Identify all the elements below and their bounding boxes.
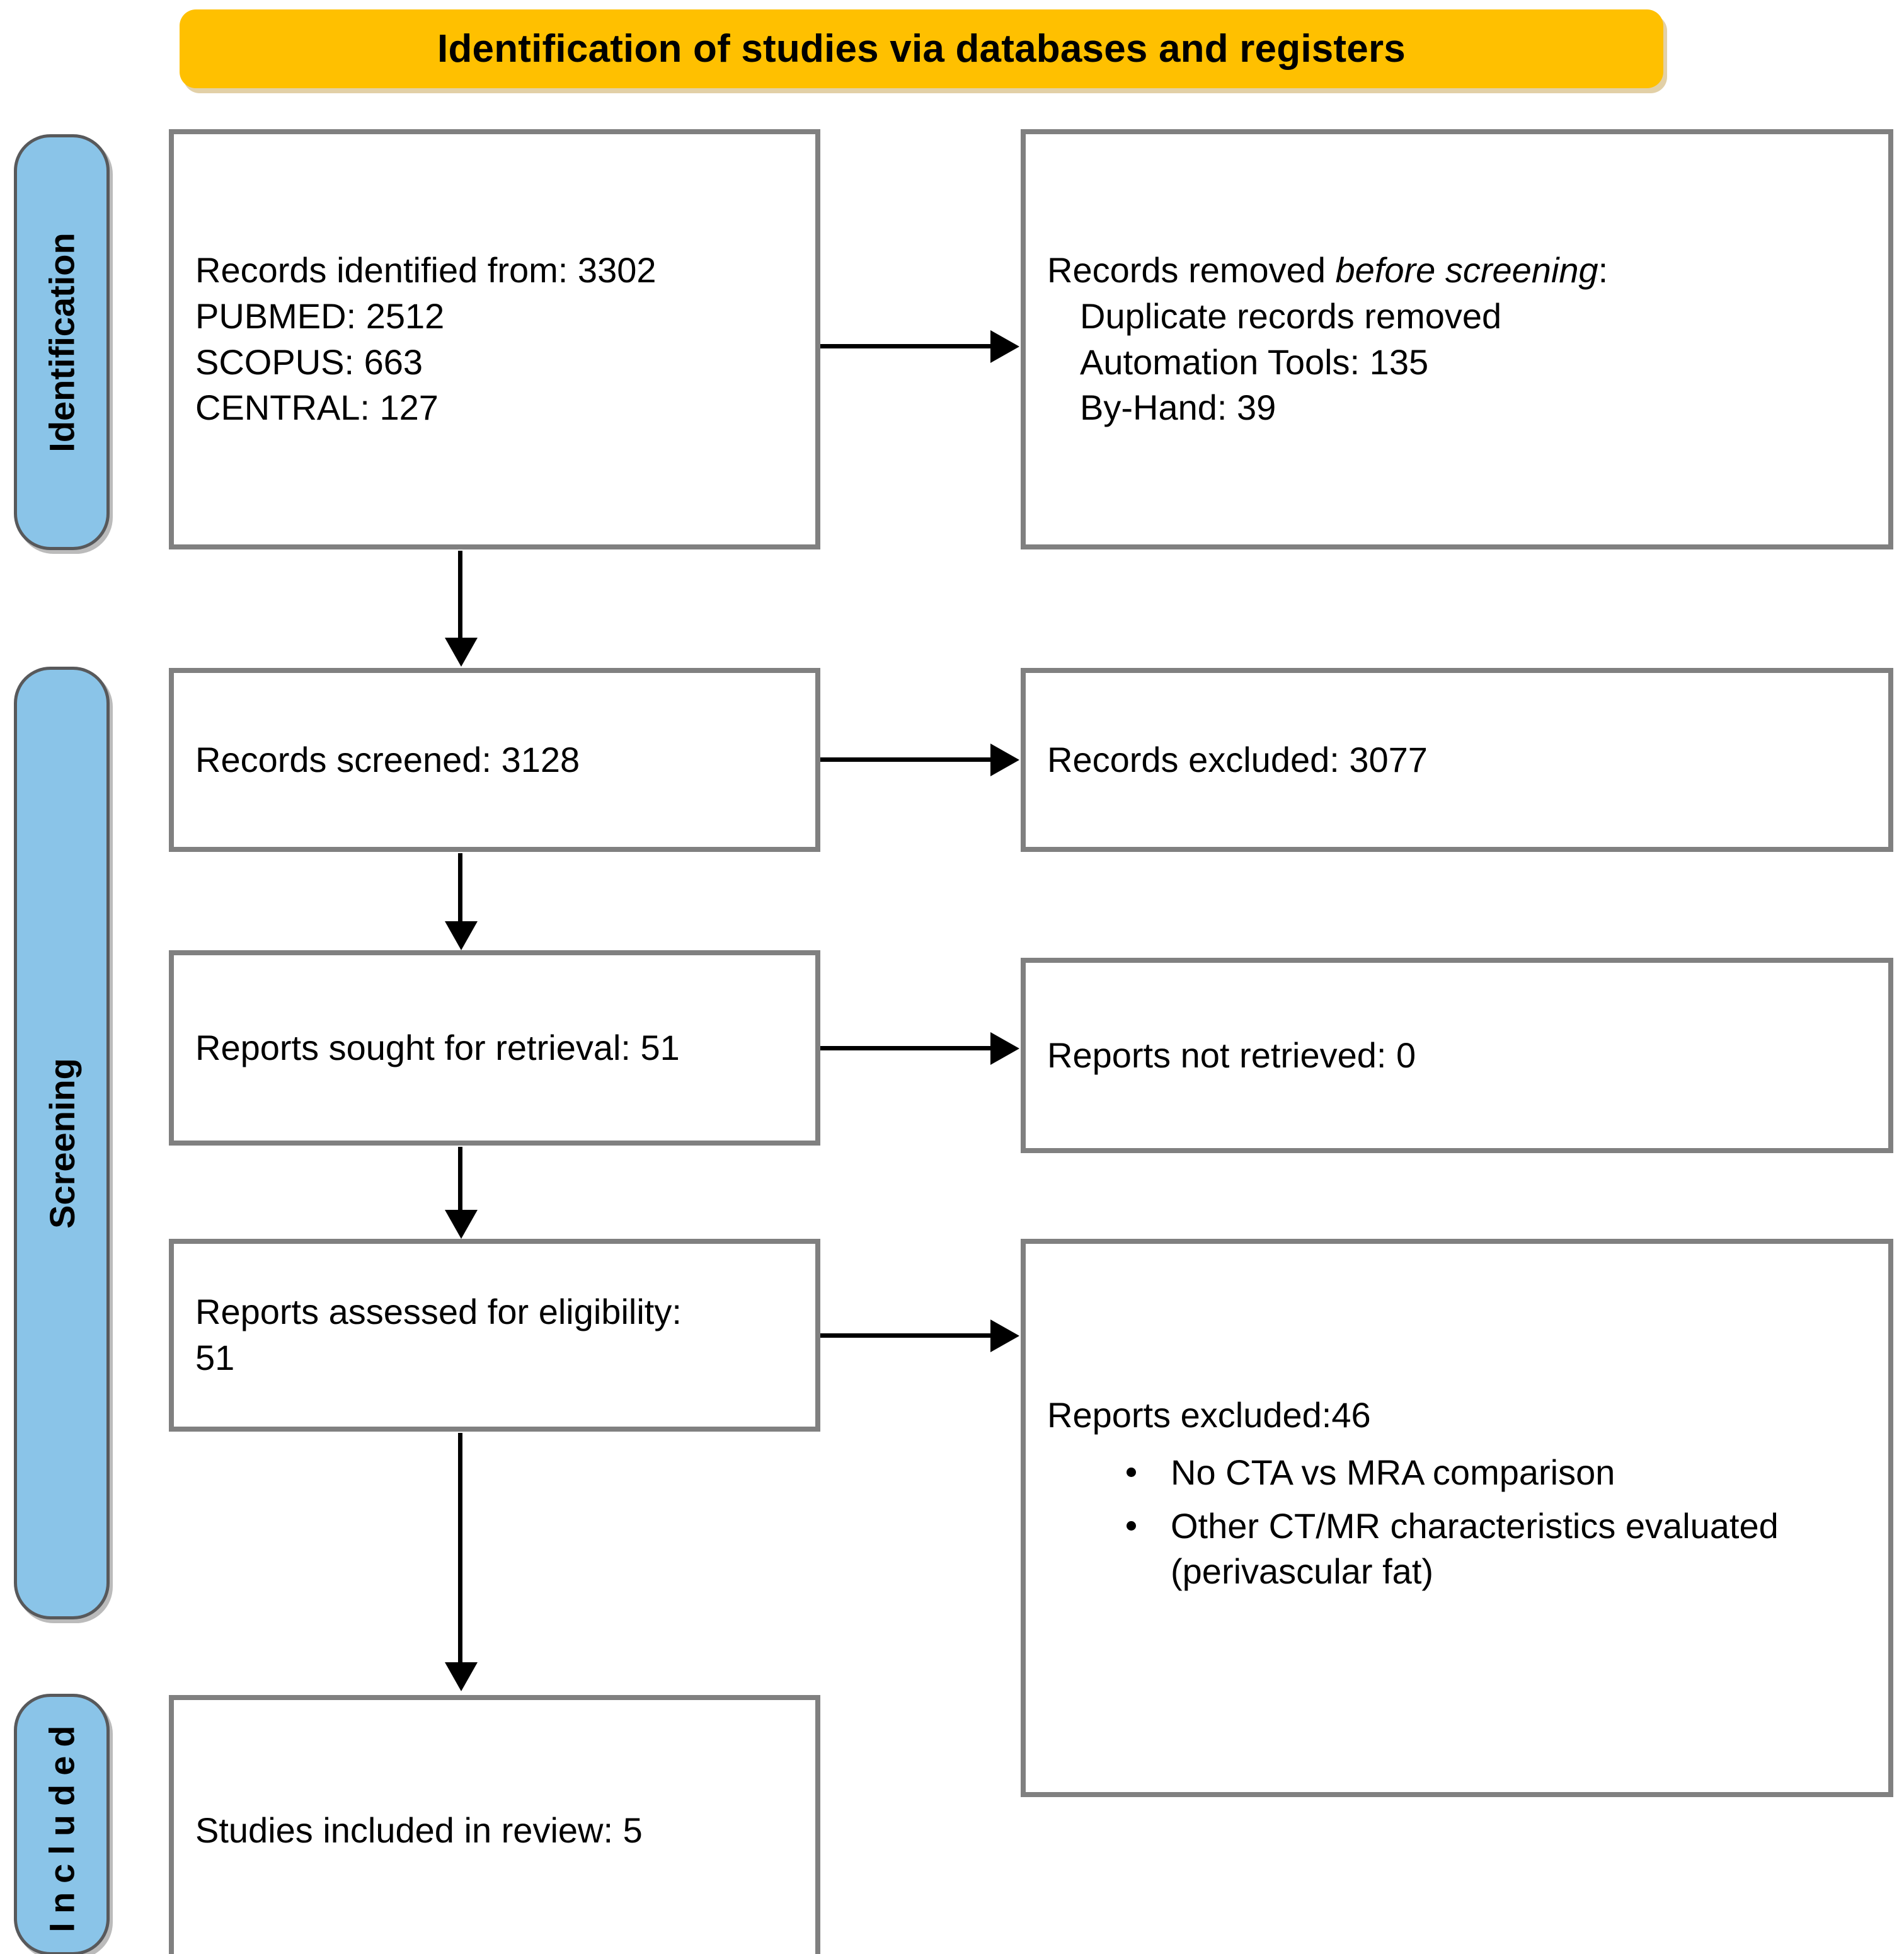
stage-label-identification: Identification [14,134,110,550]
records-excluded-text: Records excluded: 3077 [1047,739,1428,779]
box-records-identified: Records identified from: 3302 PUBMED: 25… [169,129,820,549]
records-identified-total: Records identified from: 3302 [195,250,657,290]
arrow-down-icon [445,638,478,667]
records-removed-automation: Automation Tools: 135 [1080,342,1429,382]
reports-excluded-reason-list: No CTA vs MRA comparison Other CT/MR cha… [1047,1442,1867,1595]
reports-assessed-line2: 51 [195,1338,235,1377]
stage-included-text: Included [42,1716,82,1933]
connector-screened-to-sought [458,853,462,930]
connector-identified-to-removed [820,344,994,348]
box-records-excluded: Records excluded: 3077 [1021,668,1893,852]
records-removed-heading-prefix: Records removed [1047,250,1336,290]
banner-title: Identification of studies via databases … [437,27,1406,71]
box-reports-sought: Reports sought for retrieval: 51 [169,950,820,1146]
stage-label-screening: Screening [14,667,110,1619]
records-removed-heading-italic: before screening [1335,250,1598,290]
box-records-screened: Records screened: 3128 [169,668,820,852]
records-screened-text: Records screened: 3128 [195,739,580,779]
reports-excluded-heading: Reports excluded:46 [1047,1395,1371,1435]
records-removed-duplicates: Duplicate records removed [1080,296,1502,336]
box-records-removed: Records removed before screening: Duplic… [1021,129,1893,549]
reports-excluded-reason: Other CT/MR characteristics evaluated (p… [1121,1503,1867,1595]
arrow-right-icon [990,744,1019,776]
box-reports-excluded: Reports excluded:46 No CTA vs MRA compar… [1021,1239,1893,1797]
records-identified-scopus: SCOPUS: 663 [195,342,423,382]
records-identified-central: CENTRAL: 127 [195,388,439,428]
stage-identification-text: Identification [42,232,82,452]
records-removed-heading-suffix: : [1598,250,1609,290]
arrow-right-icon [990,330,1019,363]
connector-sought-to-assessed [458,1147,462,1214]
reports-excluded-reason: No CTA vs MRA comparison [1121,1450,1867,1496]
arrow-right-icon [990,1319,1019,1352]
records-removed-byhand: By-Hand: 39 [1080,388,1276,428]
box-reports-not-retrieved: Reports not retrieved: 0 [1021,958,1893,1153]
stage-screening-text: Screening [42,1057,82,1229]
arrow-down-icon [445,1662,478,1691]
records-removed-heading: Records removed before screening: [1047,248,1867,294]
arrow-right-icon [990,1032,1019,1065]
banner-identification-header: Identification of studies via databases … [180,9,1663,88]
connector-assessed-to-included [458,1433,462,1666]
stage-label-included: Included [14,1694,110,1954]
reports-sought-text: Reports sought for retrieval: 51 [195,1027,680,1067]
connector-sought-to-not-retrieved [820,1046,994,1050]
box-studies-included: Studies included in review: 5 [169,1695,820,1954]
reports-assessed-line1: Reports assessed for eligibility: [195,1292,682,1332]
reports-not-retrieved-text: Reports not retrieved: 0 [1047,1035,1416,1075]
box-reports-assessed: Reports assessed for eligibility: 51 [169,1239,820,1432]
studies-included-text: Studies included in review: 5 [195,1810,643,1850]
connector-screened-to-excluded [820,757,994,762]
arrow-down-icon [445,921,478,950]
records-identified-pubmed: PUBMED: 2512 [195,296,445,336]
connector-assessed-to-reports-excluded [820,1333,994,1338]
arrow-down-icon [445,1210,478,1239]
connector-identified-to-screened [458,551,462,647]
